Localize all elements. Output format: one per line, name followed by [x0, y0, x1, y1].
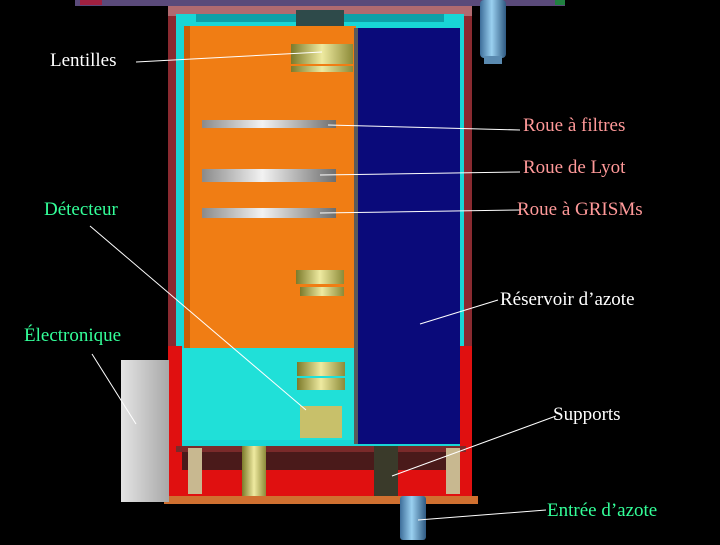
lyot-wheel	[202, 169, 336, 182]
red-support-right	[460, 346, 472, 496]
label-roue-lyot: Roue de Lyot	[523, 157, 626, 178]
detector-block	[300, 406, 342, 438]
top-mount-edge	[80, 0, 102, 5]
red-support-base	[176, 470, 466, 496]
leader-roue-grisms	[319, 209, 521, 214]
label-entree-azote: Entrée d’azote	[547, 500, 658, 521]
grism-wheel	[202, 208, 336, 218]
optical-bench	[184, 26, 356, 348]
leader-reservoir	[419, 299, 499, 325]
upper-pipe-collar	[484, 56, 502, 64]
support-post-far-right	[446, 448, 460, 494]
support-rail	[176, 446, 466, 452]
label-roue-filtres: Roue à filtres	[523, 115, 626, 136]
label-supports: Supports	[553, 404, 621, 425]
detector-optic-1	[297, 362, 345, 376]
support-post-left	[188, 448, 202, 494]
base-plate	[164, 496, 478, 504]
filter-wheel	[202, 120, 336, 128]
support-post-mid	[242, 446, 266, 496]
leader-entree-azote	[417, 509, 547, 521]
label-lentilles: Lentilles	[50, 50, 117, 71]
nitrogen-inlet-pipe	[400, 496, 426, 540]
reservoir-edge	[354, 28, 358, 444]
label-detecteur: Détecteur	[44, 199, 118, 220]
leader-lentilles	[135, 51, 323, 63]
label-reservoir: Réservoir d’azote	[500, 289, 635, 310]
leader-electronique	[91, 353, 137, 425]
casing-right-wall	[464, 16, 472, 346]
top-mount-edge-right	[555, 0, 565, 5]
label-electronique: Électronique	[24, 325, 122, 346]
red-support-left	[168, 346, 182, 496]
shield-top-block	[296, 10, 344, 26]
detector-optic-2	[297, 378, 345, 390]
optic-mount-mid-2	[300, 287, 344, 296]
support-post-right	[374, 446, 398, 496]
top-mount-plate	[75, 0, 565, 6]
electronics-box	[121, 360, 169, 502]
upper-pipe	[480, 0, 506, 58]
optic-mount-mid	[296, 270, 344, 284]
bench-shade	[184, 26, 190, 348]
leader-lines	[89, 51, 557, 521]
leader-roue-lyot	[319, 171, 521, 176]
lens-mount-upper	[291, 44, 353, 64]
label-roue-grisms: Roue à GRISMs	[517, 199, 643, 220]
nitrogen-reservoir	[356, 28, 460, 444]
leader-supports	[391, 415, 557, 477]
casing-left-wall	[168, 16, 176, 346]
leader-roue-filtres	[327, 124, 521, 131]
lens-mount-lower	[291, 66, 353, 72]
leader-detecteur	[89, 225, 307, 411]
